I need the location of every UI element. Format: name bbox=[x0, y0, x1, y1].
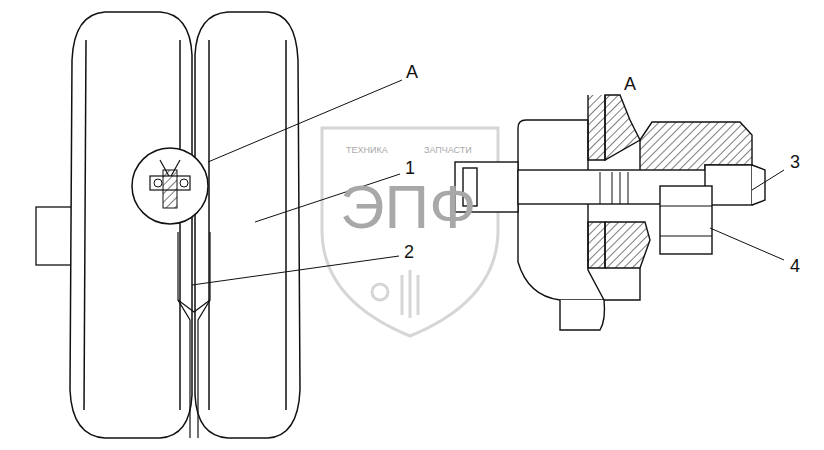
callout-number: 1 bbox=[403, 158, 417, 178]
callout-number: 3 bbox=[788, 152, 802, 172]
detail-circle bbox=[132, 148, 208, 224]
hub-stub bbox=[36, 207, 72, 265]
tire-right bbox=[195, 12, 300, 438]
watermark-shield bbox=[322, 128, 498, 336]
tire-left bbox=[70, 12, 192, 438]
leader-lines bbox=[192, 80, 784, 285]
view-letter: A bbox=[622, 74, 638, 94]
callout-number: 2 bbox=[402, 242, 416, 262]
watermark-logo: ЭПФ bbox=[340, 176, 476, 238]
watermark-text: ТЕХНИКА bbox=[346, 146, 388, 155]
view-letter: A bbox=[404, 62, 420, 82]
callout-number: 4 bbox=[788, 256, 802, 276]
watermark-text: ЗАПЧАСТИ bbox=[424, 146, 472, 155]
groove bbox=[178, 232, 210, 438]
section-detail bbox=[455, 95, 765, 330]
